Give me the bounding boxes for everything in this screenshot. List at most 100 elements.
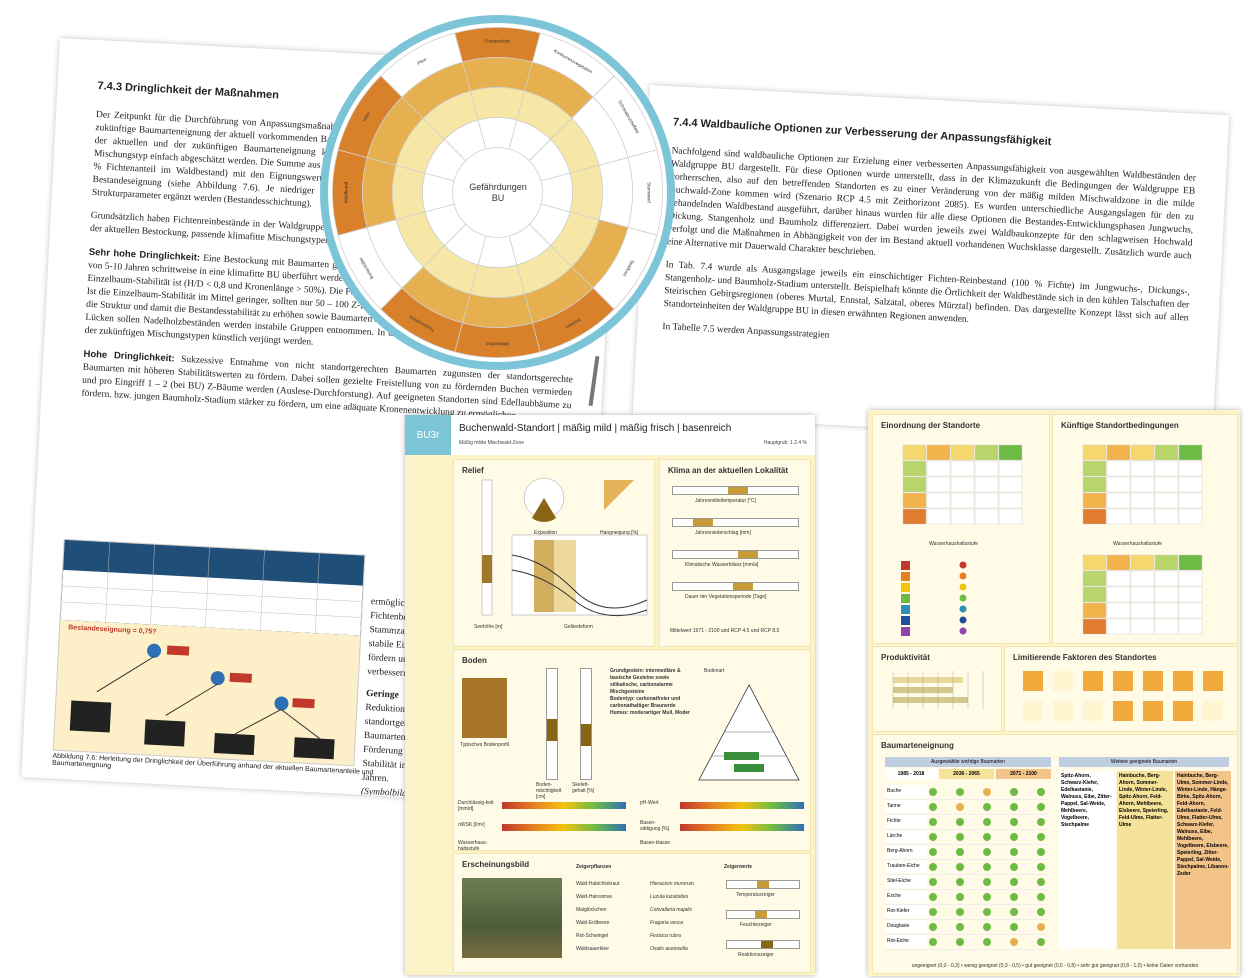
boden-bottom-3: Skelett-gehalt [%] bbox=[572, 782, 595, 794]
table-row: Fichte bbox=[885, 815, 1051, 830]
plants-left-list: Wald-Habichtskraut Wald-Hainsimse Maiglö… bbox=[576, 878, 619, 956]
matrix-cell bbox=[1178, 508, 1203, 525]
species-name: Douglasie bbox=[885, 920, 927, 933]
klima-row-4: Dauer der Vegetationsperiode [Tage] bbox=[685, 594, 767, 600]
wheel-label: Sturmwurf bbox=[647, 182, 652, 203]
eignung-dot bbox=[929, 803, 937, 811]
sheet1-header: BU3r Buchenwald-Standort | mäßig mild | … bbox=[405, 415, 815, 455]
erscheinungsbild-panel: Erscheinungsbild Zeigerpflanzen Wald-Hab… bbox=[453, 853, 811, 973]
matrix-cell bbox=[1106, 444, 1131, 461]
wheel-segment bbox=[627, 149, 663, 236]
eignung-dot bbox=[929, 848, 937, 856]
eignung-dot bbox=[1010, 938, 1018, 946]
wheel-label: Hitze bbox=[362, 111, 372, 123]
species-name: Berg-Ahorn bbox=[885, 845, 927, 858]
boden-panel: Boden Typisches Bodenprofil Boden-mächti… bbox=[453, 649, 811, 852]
relief-title: Relief bbox=[462, 466, 484, 475]
eignung-dot bbox=[1010, 908, 1018, 916]
matrix-cell bbox=[1130, 508, 1155, 525]
matrix-cell bbox=[950, 492, 975, 509]
matrix-cell bbox=[998, 476, 1023, 493]
wheel-center-code: BU bbox=[491, 193, 505, 203]
matrix-cell bbox=[1082, 602, 1107, 619]
eignung-dot bbox=[1037, 938, 1045, 946]
eignung-dot bbox=[956, 788, 964, 796]
matrix-cell bbox=[950, 476, 975, 493]
sheet1-title: Buchenwald-Standort | mäßig mild | mäßig… bbox=[459, 423, 732, 434]
eignung-dot bbox=[983, 833, 991, 841]
matrix-cell bbox=[950, 444, 975, 461]
relief-graphic bbox=[481, 477, 648, 617]
wheel-segment bbox=[443, 119, 487, 162]
zeiger-bar-1 bbox=[726, 880, 800, 889]
eignung-dot bbox=[1010, 818, 1018, 826]
matrix-cell bbox=[1082, 586, 1107, 603]
klima-title: Klima an der aktuellen Lokalität bbox=[668, 466, 789, 475]
produktivitaet-graphic bbox=[892, 671, 984, 709]
matrix-cell bbox=[1178, 586, 1203, 603]
matrix-cell bbox=[1154, 508, 1179, 525]
wheel-label: Frosttrocknis bbox=[485, 39, 512, 44]
eignung-dot bbox=[983, 908, 991, 916]
boden-row-right-2: Basen-sättigung [%] bbox=[640, 820, 669, 832]
eignung-dot bbox=[1037, 923, 1045, 931]
wheel-segment bbox=[362, 157, 397, 228]
eignung-dot bbox=[983, 818, 991, 826]
wheel-center: Gefährdungen BU bbox=[463, 158, 533, 228]
matrix-cell bbox=[1082, 508, 1107, 525]
wheel-segment bbox=[392, 164, 426, 221]
klima-row-1: Jahresmitteltemperatur [°C] bbox=[695, 498, 756, 504]
wheel-segment bbox=[462, 293, 533, 328]
matrix-cell bbox=[998, 492, 1023, 509]
matrix-cell bbox=[1106, 618, 1131, 635]
wheel-segment bbox=[462, 57, 533, 92]
ph-scale bbox=[680, 802, 804, 809]
zeigerpflanzen-label: Zeigerpflanzen bbox=[576, 864, 612, 870]
table-row: Stiel-Eiche bbox=[885, 875, 1051, 890]
species-name: Esche bbox=[885, 890, 927, 903]
eignung-dot bbox=[983, 923, 991, 931]
eignung-dot bbox=[1037, 788, 1045, 796]
eignung-dot bbox=[983, 848, 991, 856]
standort-swatch bbox=[901, 627, 910, 636]
matrix-cell bbox=[1106, 570, 1131, 587]
matrix-cell bbox=[1082, 570, 1107, 587]
eignung-dot bbox=[929, 818, 937, 826]
matrix-cell bbox=[1154, 570, 1179, 587]
wheel-segment bbox=[569, 164, 603, 221]
matrix-cell bbox=[974, 492, 999, 509]
matrix-cell bbox=[1106, 586, 1131, 603]
standort-dot bbox=[959, 583, 967, 591]
eignung-dot bbox=[1010, 803, 1018, 811]
plant-right-5: Festuca rubra bbox=[650, 933, 681, 939]
species-name: Trauben-Eiche bbox=[885, 860, 927, 873]
eignung-legend: ungeeignet (0,0 - 0,3) • wenig geeignet … bbox=[911, 963, 1199, 969]
matrix-cell bbox=[1178, 554, 1203, 571]
standort-swatch bbox=[901, 583, 910, 592]
ausgewaehlt-header: Ausgewählte wichtige Baumarten bbox=[885, 757, 1051, 767]
matrix-cell bbox=[1130, 570, 1155, 587]
eignung-dot bbox=[983, 788, 991, 796]
zeiger-bar-2 bbox=[726, 910, 800, 919]
matrix-cell bbox=[974, 508, 999, 525]
boden-row-left-3: Wasserhaus-haltsstufe bbox=[458, 840, 488, 852]
plant-left-1: Wald-Habichtskraut bbox=[576, 881, 620, 887]
boden-title: Boden bbox=[462, 656, 487, 665]
matrix-cell bbox=[1130, 492, 1155, 509]
limitierende-panel: Limitierende Faktoren des Standortes bbox=[1004, 646, 1238, 732]
eignung-dot bbox=[956, 803, 964, 811]
seehoehe-label: Seehöhe [m] bbox=[474, 624, 503, 630]
species-name: Buche bbox=[885, 785, 927, 798]
matrix-cell bbox=[1130, 444, 1155, 461]
wheel-segment bbox=[469, 264, 526, 298]
matrix-cell bbox=[1082, 492, 1107, 509]
kuenftig-matrix bbox=[1082, 444, 1203, 635]
plant-right-2: Luzula luzuloides bbox=[650, 894, 689, 900]
standort-dot bbox=[959, 605, 967, 613]
wheel-center-title: Gefährdungen bbox=[469, 182, 527, 192]
eignung-dot bbox=[956, 848, 964, 856]
matrix-cell bbox=[974, 460, 999, 477]
matrix-cell bbox=[1178, 460, 1203, 477]
plant-right-4: Fragaria vesca bbox=[650, 920, 684, 926]
